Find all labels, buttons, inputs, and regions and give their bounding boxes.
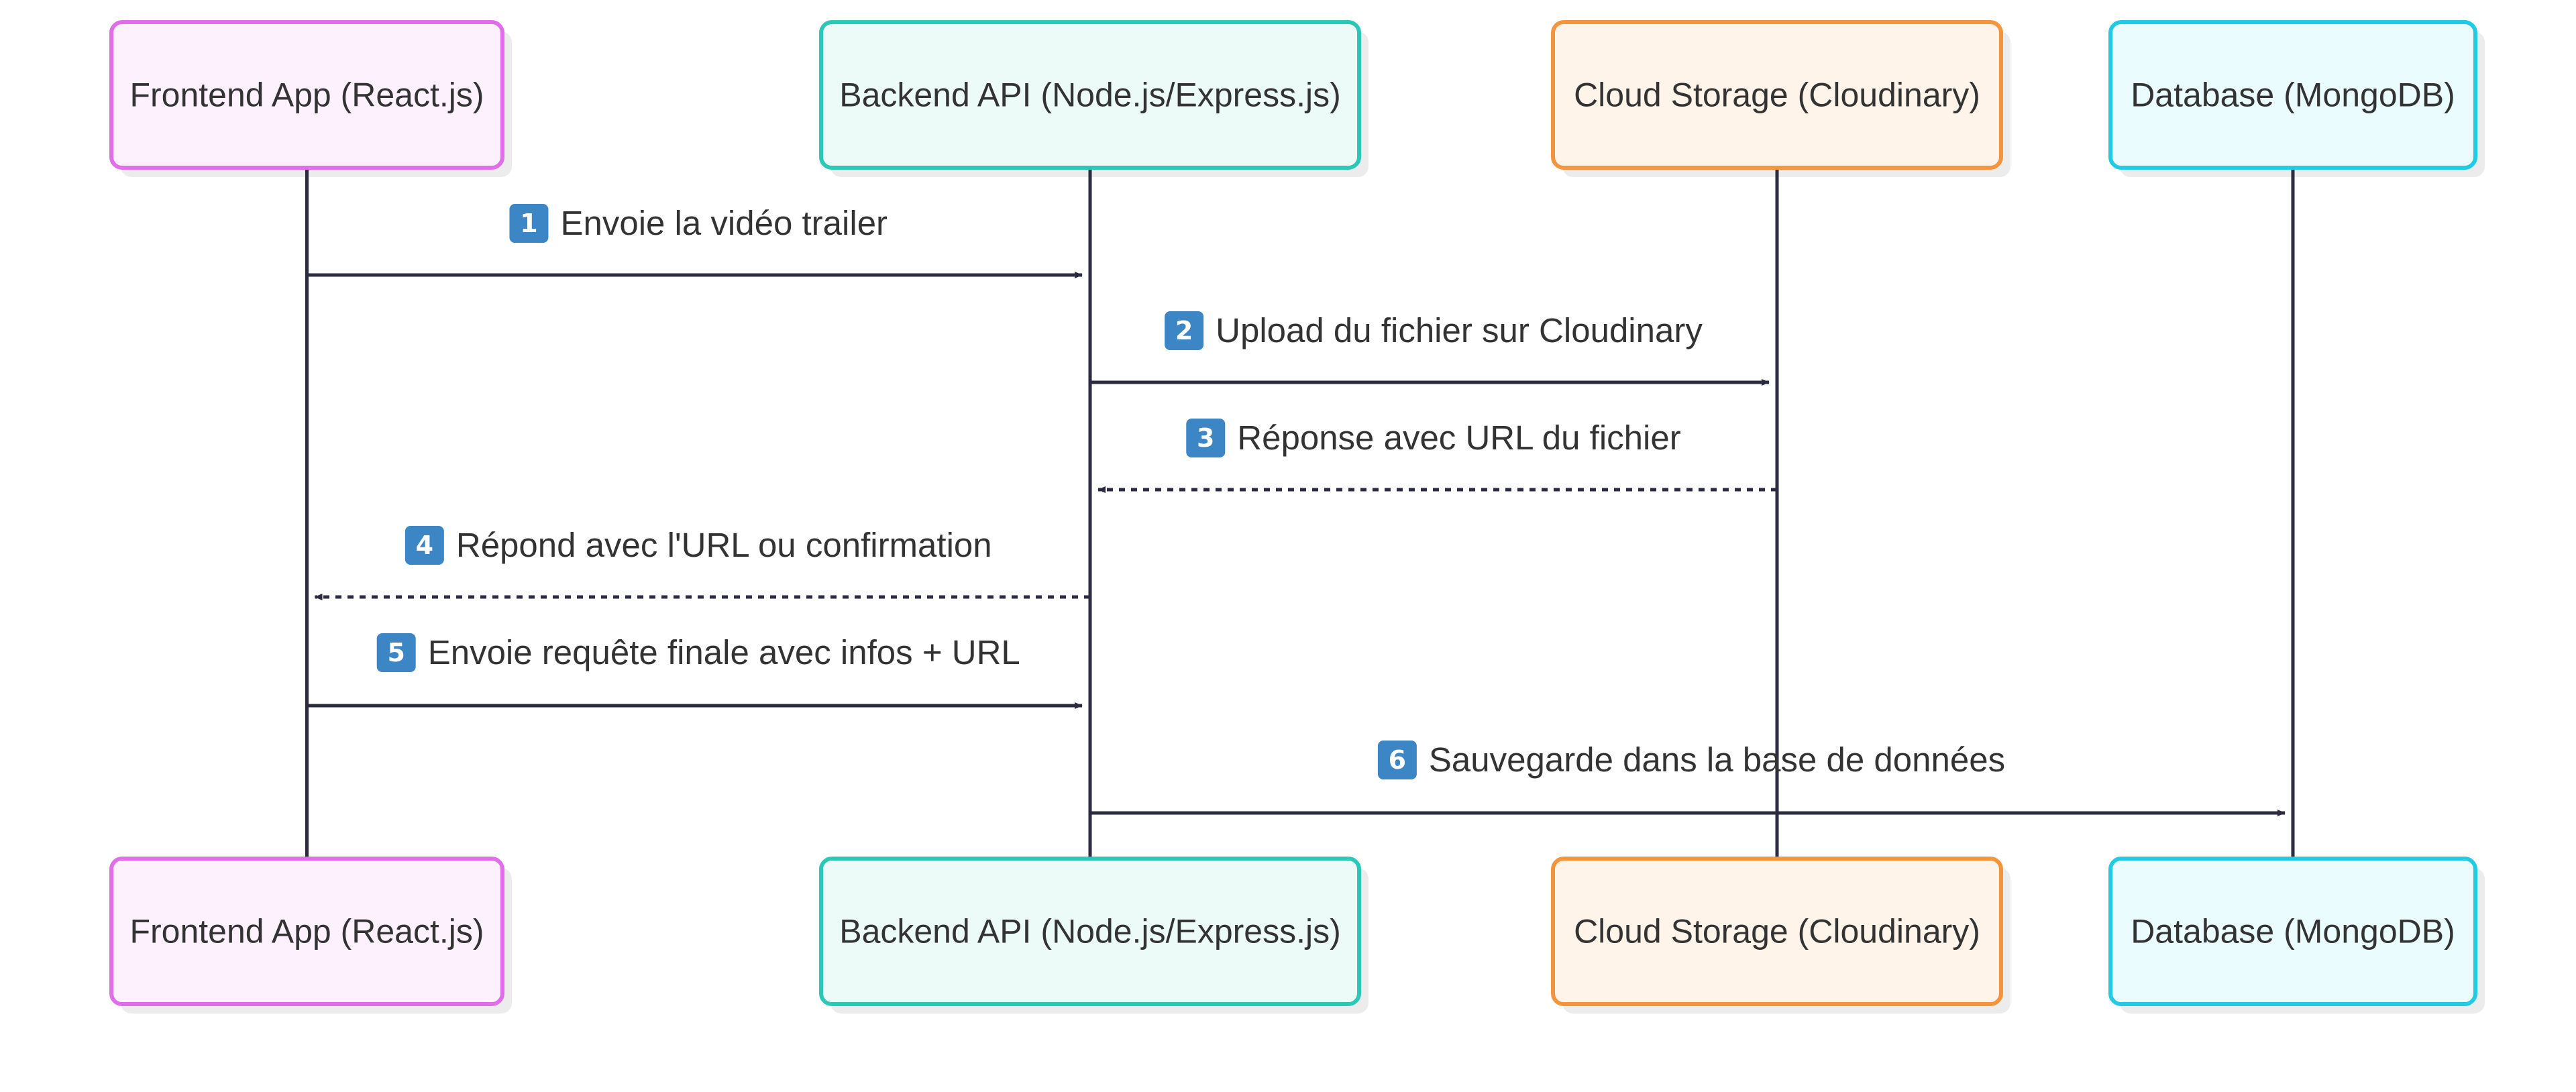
- step-badge-background: [405, 526, 444, 565]
- actor-box: [1551, 857, 2003, 1006]
- actor-label: Cloud Storage (Cloudinary): [1574, 76, 1980, 114]
- actor-label: Frontend App (React.js): [129, 76, 484, 114]
- step-number: 4: [416, 531, 433, 560]
- message-6: Sauvegarde dans la base de données 6: [1090, 741, 2286, 816]
- step-badge-background: [1186, 419, 1226, 457]
- message-2: Upload du fichier sur Cloudinary 2: [1090, 311, 1770, 386]
- step-number-badge: 2: [1165, 311, 1204, 350]
- message-label: Sauvegarde dans la base de données 6: [1377, 741, 2005, 779]
- message-1: Envoie la vidéo trailer 1: [307, 204, 1083, 278]
- message-text: Réponse avec URL du fichier: [1237, 419, 1680, 457]
- actor-label: Cloud Storage (Cloudinary): [1574, 913, 1980, 950]
- message-label: Réponse avec URL du fichier 3: [1186, 419, 1681, 457]
- actor-frontend-top: Frontend App (React.js): [109, 20, 504, 170]
- actor-label: Database (MongoDB): [2131, 913, 2455, 950]
- lifelines: [305, 168, 2295, 859]
- message-3: Réponse avec URL du fichier 3: [1097, 419, 1777, 493]
- actor-backend-bottom: Backend API (Node.js/Express.js): [819, 857, 1361, 1006]
- actor-database-top: Database (MongoDB): [2108, 20, 2477, 170]
- actor-storage-top: Cloud Storage (Cloudinary): [1551, 20, 2003, 170]
- step-number-badge: 3: [1186, 419, 1226, 457]
- message-text: Répond avec l'URL ou confirmation: [456, 526, 992, 564]
- message-5: Envoie requête finale avec infos + URL 5: [307, 633, 1083, 709]
- actor-label: Database (MongoDB): [2131, 76, 2455, 114]
- actor-box: [109, 857, 504, 1006]
- actor-box: [1551, 20, 2003, 170]
- actor-box: [819, 857, 1361, 1006]
- message-text: Sauvegarde dans la base de données: [1429, 741, 2005, 779]
- step-number: 1: [520, 209, 537, 238]
- actor-frontend-bottom: Frontend App (React.js): [109, 857, 504, 1006]
- actor-box: [2108, 857, 2477, 1006]
- step-number: 3: [1197, 423, 1214, 453]
- actor-storage-bottom: Cloud Storage (Cloudinary): [1551, 857, 2003, 1006]
- step-number-badge: 6: [1377, 741, 1417, 779]
- message-4: Répond avec l'URL ou confirmation 4: [314, 526, 1090, 600]
- message-label: Envoie la vidéo trailer 1: [509, 204, 888, 243]
- step-badge-background: [1377, 741, 1417, 779]
- actor-backend-top: Backend API (Node.js/Express.js): [819, 20, 1361, 170]
- step-number: 6: [1389, 745, 1406, 775]
- actor-database-bottom: Database (MongoDB): [2108, 857, 2477, 1006]
- step-number-badge: 1: [509, 204, 549, 243]
- actor-box: [109, 20, 504, 170]
- message-label: Upload du fichier sur Cloudinary 2: [1165, 311, 1703, 350]
- step-number: 2: [1175, 316, 1193, 345]
- message-text: Envoie la vidéo trailer: [560, 204, 888, 242]
- step-number-badge: 4: [405, 526, 444, 565]
- actor-label: Frontend App (React.js): [129, 913, 484, 950]
- message-label: Répond avec l'URL ou confirmation 4: [405, 526, 992, 565]
- step-badge-background: [509, 204, 549, 243]
- step-badge-background: [1165, 311, 1204, 350]
- step-number-badge: 5: [376, 633, 416, 672]
- message-label: Envoie requête finale avec infos + URL 5: [376, 633, 1020, 672]
- actor-box: [819, 20, 1361, 170]
- step-number: 5: [387, 638, 405, 667]
- message-text: Upload du fichier sur Cloudinary: [1216, 311, 1703, 349]
- message-text: Envoie requête finale avec infos + URL: [428, 633, 1020, 671]
- actor-label: Backend API (Node.js/Express.js): [839, 913, 1341, 950]
- actor-box: [2108, 20, 2477, 170]
- actor-label: Backend API (Node.js/Express.js): [839, 76, 1341, 114]
- actors: Frontend App (React.js) Frontend App (Rea…: [109, 20, 2477, 1006]
- step-badge-background: [376, 633, 416, 672]
